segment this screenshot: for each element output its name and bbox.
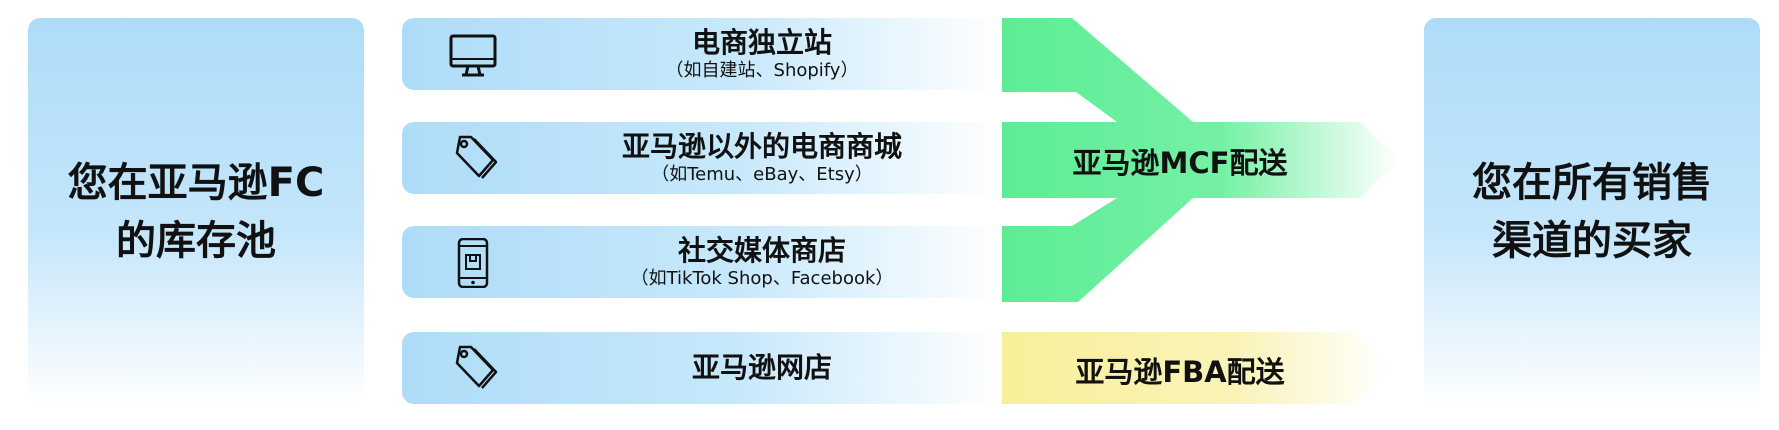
buyers-label: 您在所有销售 渠道的买家 [1472,160,1712,264]
channel-title: 社交媒体商店 [677,234,846,267]
mcf-fulfillment-label: 亚马逊MCF配送 [1072,146,1288,180]
price-tag-icon [455,135,498,179]
channel-row-amazon-store: 亚马逊网店 [402,332,1002,404]
channel-title: 电商独立站 [691,26,832,59]
channel-subtitle: （如TikTok Shop、Facebook） [630,268,894,289]
channel-subtitle: （如Temu、eBay、Etsy） [651,164,873,185]
price-tag-icon [455,345,498,389]
inventory-pool-label: 您在亚马逊FC 的库存池 [67,160,325,264]
fba-fulfillment-label: 亚马逊FBA配送 [1075,355,1285,389]
channel-subtitle: （如自建站、Shopify） [665,60,859,81]
channel-row-social-stores: 社交媒体商店 （如TikTok Shop、Facebook） [402,226,1002,298]
inventory-pool-box: 您在亚马逊FC 的库存池 [28,18,364,406]
mobile-phone-icon [457,238,489,288]
channel-row-other-marketplaces: 亚马逊以外的电商商城 （如Temu、eBay、Etsy） [402,122,1002,194]
desktop-monitor-icon [449,34,497,77]
channel-title: 亚马逊以外的电商商城 [621,130,902,163]
channel-title: 亚马逊网店 [691,351,832,384]
channel-row-independent-site: 电商独立站 （如自建站、Shopify） [402,18,1002,90]
fba-arrow [1002,332,1392,404]
mcf-merge-arrow [1002,18,1400,302]
buyers-box: 您在所有销售 渠道的买家 [1424,18,1760,406]
